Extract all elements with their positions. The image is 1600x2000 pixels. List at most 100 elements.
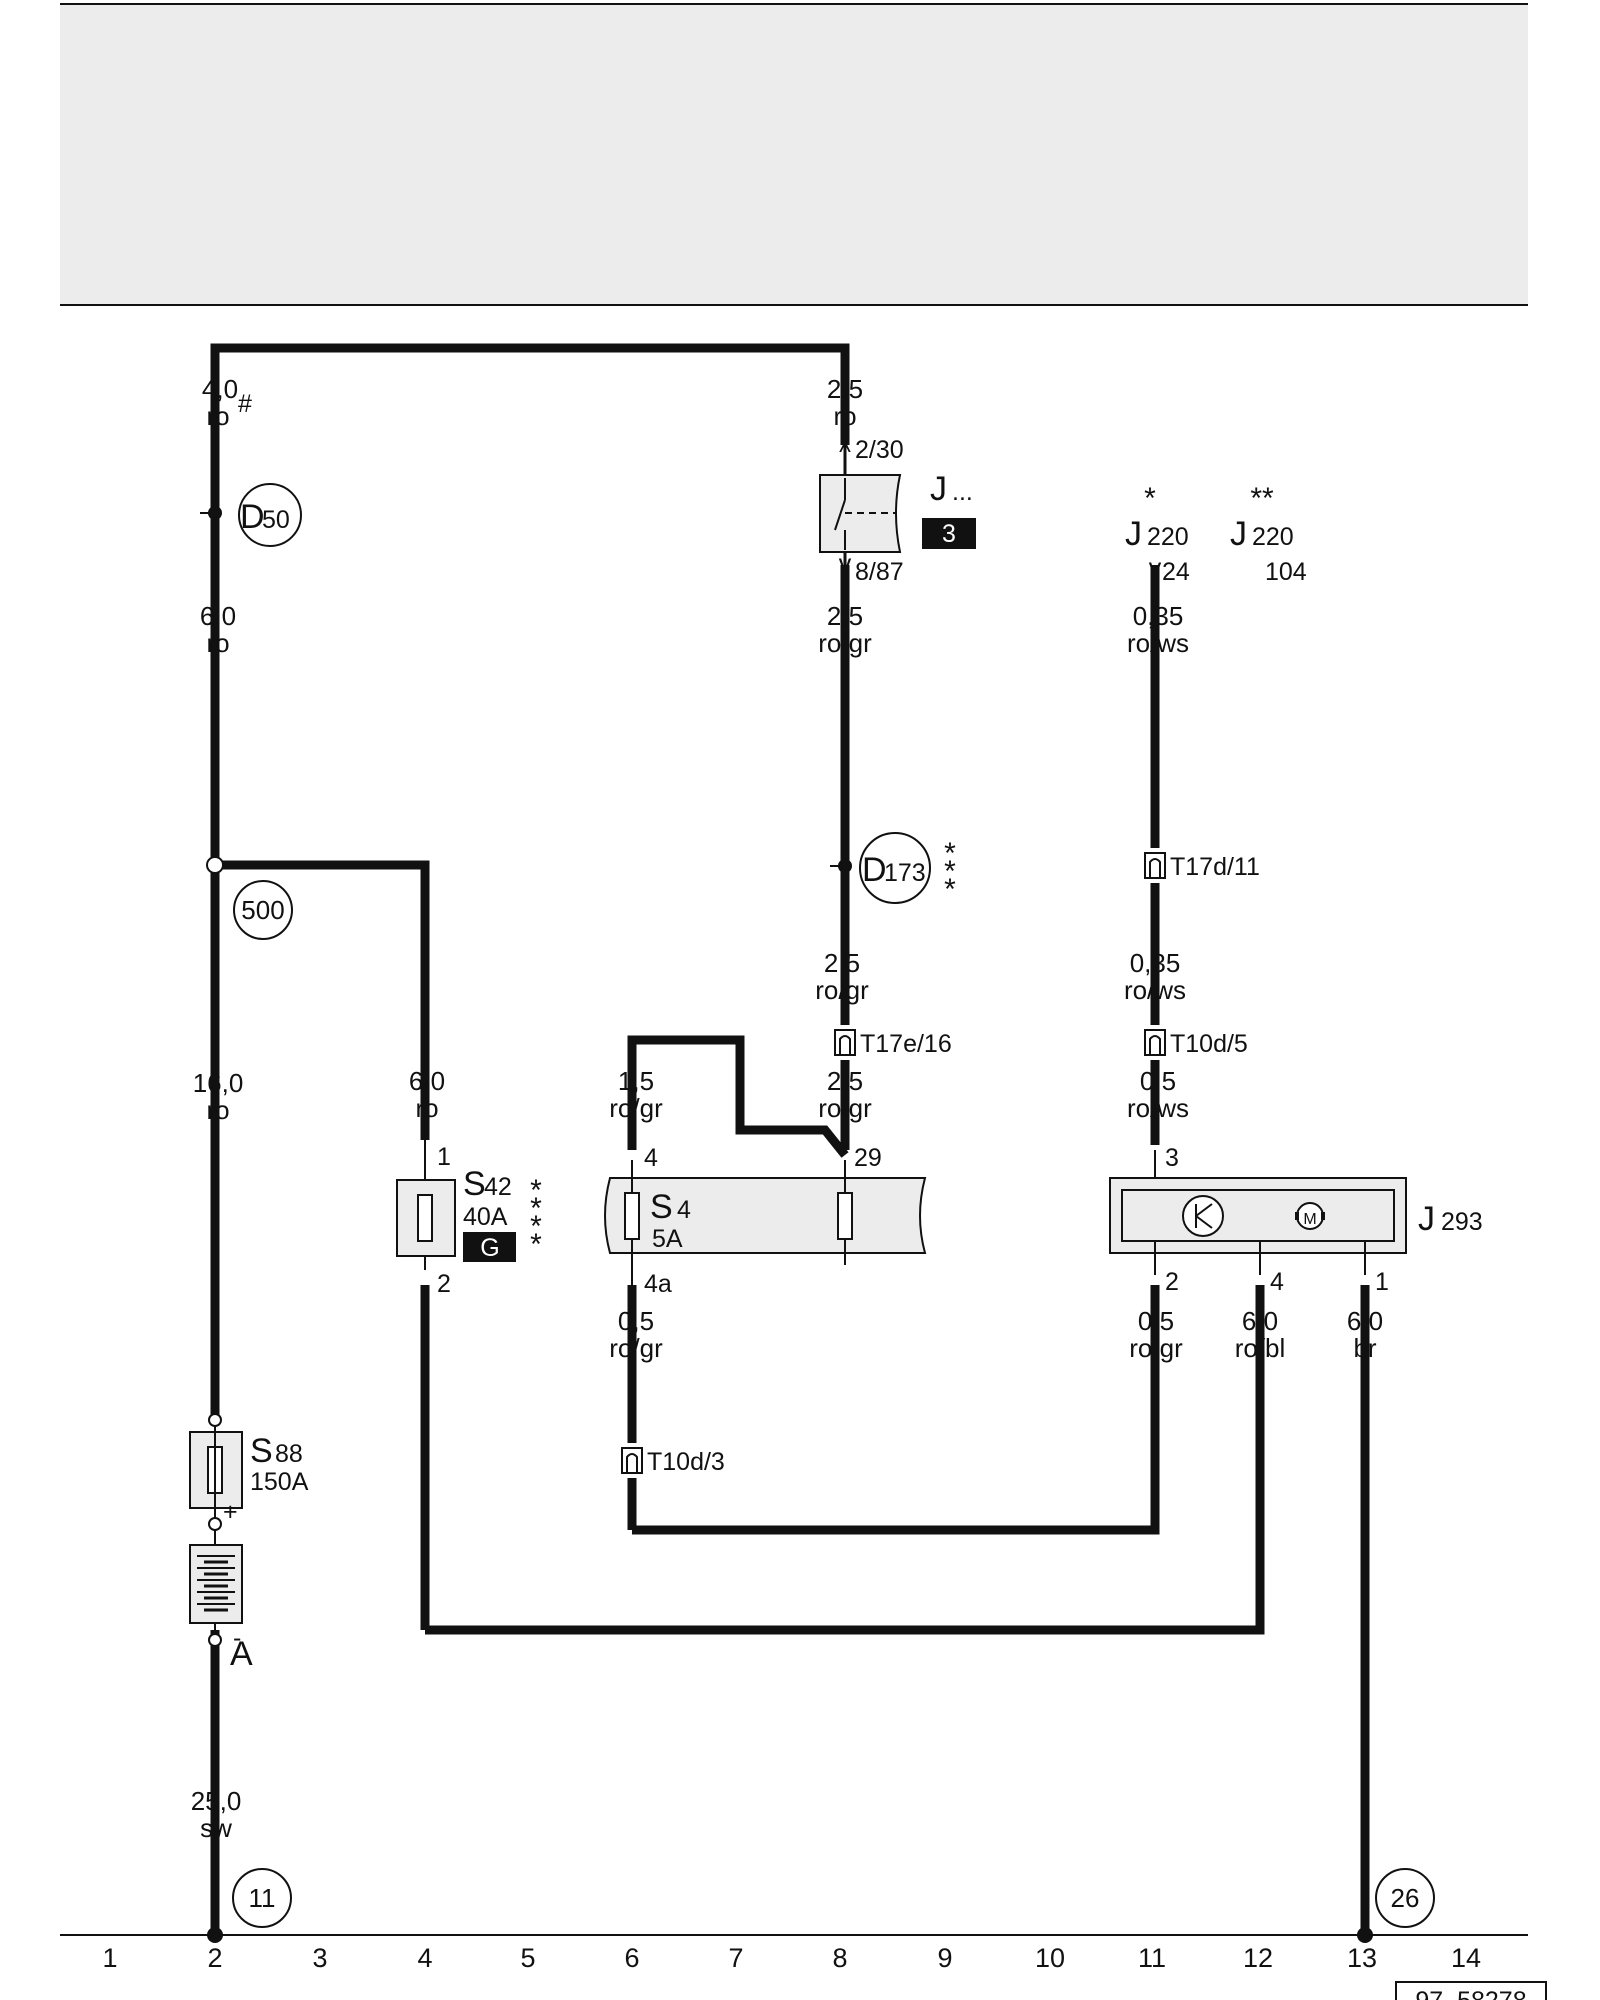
header-panel <box>60 4 1528 305</box>
j220-num-2: 220 <box>1252 523 1294 551</box>
j220-name-2: J <box>1230 515 1247 553</box>
ground-dot-col13 <box>1357 1927 1373 1943</box>
fuse-box-s4: 4 29 4a S 4 5A <box>604 1144 927 1298</box>
battery-name: A <box>230 1635 253 1673</box>
connector-t17e-label: T17e/16 <box>860 1030 952 1058</box>
svg-text:*: * <box>530 1192 542 1225</box>
wire-size: 16,0 <box>193 1068 244 1098</box>
svg-text:v: v <box>839 550 852 578</box>
connector-t10d5-label: T10d/5 <box>1170 1030 1248 1058</box>
wire-size: 6,0 <box>1242 1306 1278 1336</box>
figure-id: 97–58278 <box>1415 1987 1526 2000</box>
wire-size: 25,0 <box>191 1786 242 1816</box>
j220-star-2: ** <box>1250 482 1274 515</box>
relay-j: ^ 2/30 v 8/87 J ... 3 <box>819 436 976 586</box>
wire-color: ro/gr <box>1129 1333 1183 1363</box>
battery: + - A <box>189 1498 253 1673</box>
wire-color: ro/ws <box>1127 1093 1189 1123</box>
wire-size: 2,5 <box>824 948 860 978</box>
point-d50: D 50 <box>200 483 302 547</box>
relay-suffix: ... <box>952 478 973 506</box>
j220-pin-1: 24 <box>1162 558 1190 586</box>
point-500: 500 <box>206 856 293 940</box>
fuse-s88-name: S <box>250 1432 273 1470</box>
wire-color: sw <box>200 1813 232 1843</box>
wire-color: ro/gr <box>609 1093 663 1123</box>
j293-pin-b2: 4 <box>1270 1268 1284 1296</box>
transistor-icon <box>1182 1195 1224 1237</box>
fuse-s42-num: 42 <box>484 1173 512 1201</box>
svg-text:*: * <box>530 1210 542 1243</box>
svg-text:*: * <box>530 1228 542 1261</box>
wire-labels: 4,0 ro # 6,0 ro 16,0 ro 25,0 sw 6,0 ro 2… <box>191 374 1383 1843</box>
wire-size: 4,0 <box>202 374 238 404</box>
wire-size: 0,5 <box>1138 1306 1174 1336</box>
fuse-s4-name: S <box>650 1188 673 1226</box>
fuse-s4-rating: 5A <box>652 1225 683 1253</box>
wire-color: ro <box>206 628 229 658</box>
wire-size: 6,0 <box>409 1066 445 1096</box>
relay-pin-top: 2/30 <box>855 436 904 464</box>
ground-dot-col2 <box>207 1927 223 1943</box>
wire-color: ro <box>206 1095 229 1125</box>
wire-color: ro <box>206 401 229 431</box>
fuse-s42-name: S <box>463 1165 486 1203</box>
point-26-label: 26 <box>1391 1883 1420 1913</box>
j220-num-1: 220 <box>1147 523 1189 551</box>
wire-color: ro/ws <box>1124 975 1186 1005</box>
wire-color: br <box>1353 1333 1376 1363</box>
column-number: 8 <box>832 1943 847 1973</box>
wire-mark: # <box>238 390 252 418</box>
column-number: 6 <box>624 1943 639 1973</box>
wire-s4-to-j293 <box>632 1285 1160 1535</box>
wire-size: 0,5 <box>1140 1066 1176 1096</box>
fuse-s42-rating: 40A <box>463 1203 508 1231</box>
point-500-label: 500 <box>241 895 284 925</box>
point-d50-letter: D <box>240 498 265 536</box>
j220-star-1: * <box>1144 482 1156 515</box>
control-unit-j293: M 3 2 4 1 J 293 <box>1109 1144 1483 1296</box>
point-d173-letter: D <box>862 851 887 889</box>
wire-size: 2,5 <box>827 601 863 631</box>
wire-size: 2,5 <box>827 374 863 404</box>
wire-size: 0,5 <box>618 1306 654 1336</box>
figure-id-box <box>1395 1981 1547 2000</box>
wire-size: 1,5 <box>618 1066 654 1096</box>
relay-pin-bottom: 8/87 <box>855 558 904 586</box>
j293-name: J <box>1418 1200 1435 1238</box>
battery-minus: - <box>233 1624 241 1652</box>
wire-bottom-long <box>425 1285 1265 1635</box>
svg-text:^: ^ <box>839 438 851 466</box>
wire-color: ro/ws <box>1127 628 1189 658</box>
column-number: 11 <box>1138 1943 1166 1973</box>
fuse-s42: 1 2 S 42 40A G * * * * <box>396 1140 542 1298</box>
wires <box>210 343 1370 1930</box>
fuse-s4-pin-top: 4 <box>644 1144 658 1172</box>
column-number: 2 <box>207 1943 222 1973</box>
connector-t17e: T17e/16 <box>834 1029 952 1058</box>
fuse-s4-pin-bottom: 4a <box>644 1270 672 1298</box>
svg-text:*: * <box>944 873 956 906</box>
point-26: 26 <box>1375 1868 1435 1928</box>
connector-t10d3-label: T10d/3 <box>647 1448 725 1476</box>
column-number: 5 <box>520 1943 535 1973</box>
svg-text:v: v <box>1149 554 1162 582</box>
column-number: 14 <box>1451 1943 1481 1973</box>
wire-color: ro/gr <box>818 628 872 658</box>
point-11: 11 <box>232 1868 292 1928</box>
column-number: 7 <box>728 1943 743 1973</box>
j220-refs: * ** J 220 J 220 v 24 104 <box>1125 482 1307 586</box>
wire-color: ro/bl <box>1235 1333 1286 1363</box>
connector-t10d5: T10d/5 <box>1144 1029 1248 1058</box>
fuse-s88-rating: 150A <box>250 1468 309 1496</box>
wire-500-to-s42 <box>215 860 430 1140</box>
fuse-s88-num: 88 <box>275 1440 303 1468</box>
column-number: 10 <box>1035 1943 1065 1973</box>
column-number: 4 <box>417 1943 432 1973</box>
point-d173-num: 173 <box>884 859 926 887</box>
j293-pin-top: 3 <box>1165 1144 1179 1172</box>
svg-text:*: * <box>944 855 956 888</box>
svg-text:*: * <box>944 837 956 870</box>
wire-size: 6,0 <box>1347 1306 1383 1336</box>
